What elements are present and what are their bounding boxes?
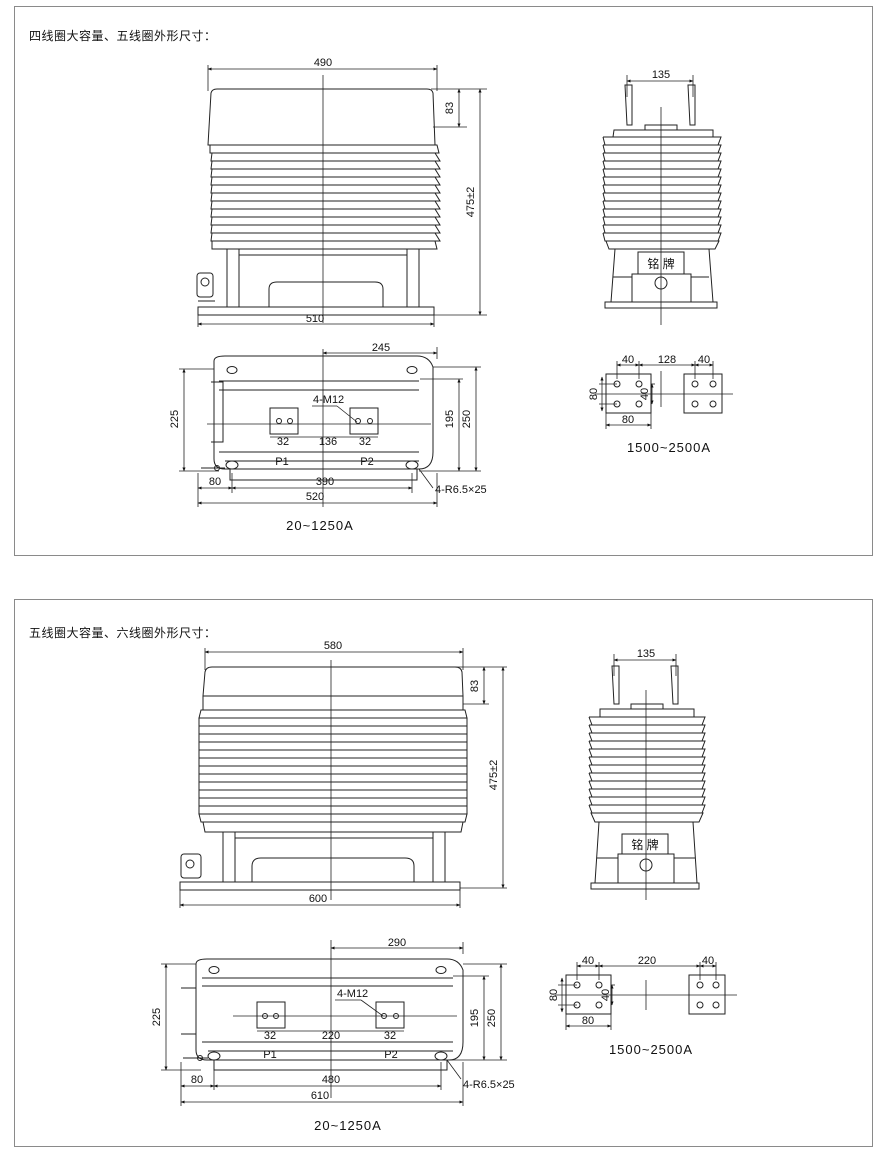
dim-pad-a: 32: [277, 436, 289, 448]
dim-depth-c: 250: [486, 1009, 498, 1027]
caption-rating-low: 20~1250A: [314, 1118, 382, 1133]
dim-pad-b: 32: [359, 436, 371, 448]
dimension-drawing: 580 600 83 475±2 135 铭 牌 290 225 195 250…: [151, 640, 737, 1133]
dim-pad-spacing: 220: [322, 1030, 340, 1042]
terminal-p1-label: P1: [275, 456, 288, 468]
dim-depth-a: 225: [169, 410, 181, 428]
dim-cap-height: 83: [444, 102, 456, 114]
terminal-p1-label: P1: [263, 1049, 276, 1061]
dim-term-w3: 80: [622, 414, 634, 426]
dim-term-h2: 40: [639, 388, 651, 400]
dim-base-width: 600: [309, 893, 327, 905]
nameplate-label: 铭 牌: [631, 837, 658, 852]
dim-base-width: 510: [306, 313, 324, 325]
bolt-label: 4-M12: [337, 988, 368, 1000]
caption-rating-high: 1500~2500A: [627, 440, 711, 455]
dim-depth-b: 195: [444, 410, 456, 428]
dim-pad-b: 32: [384, 1030, 396, 1042]
dim-term-w2: 40: [698, 354, 710, 366]
dim-terminal-spacing: 135: [637, 648, 655, 660]
holes-label: 4-R6.5×25: [435, 484, 487, 496]
dim-hole-spacing: 480: [322, 1074, 340, 1086]
terminal-detail: [565, 974, 726, 1015]
dim-cap-height: 83: [469, 680, 481, 692]
dim-half-span: 290: [388, 937, 406, 949]
dim-edge: 80: [209, 476, 221, 488]
dim-term-w3: 80: [582, 1015, 594, 1027]
dim-depth-c: 250: [461, 410, 473, 428]
terminal-p2-label: P2: [360, 456, 373, 468]
dim-edge: 80: [191, 1074, 203, 1086]
dim-pad-spacing: 136: [319, 436, 337, 448]
front-view: [196, 88, 441, 316]
dim-term-h2: 40: [600, 989, 612, 1001]
dim-term-h1: 80: [588, 388, 600, 400]
panel-title: 四线圈大容量、五线圈外形尺寸：: [29, 29, 217, 43]
terminal-p2-label: P2: [384, 1049, 397, 1061]
terminal-detail: [605, 373, 723, 414]
dim-terminal-spacing: 135: [652, 69, 670, 81]
caption-rating-high: 1500~2500A: [609, 1042, 693, 1057]
side-view: [588, 665, 706, 890]
dim-total-height: 475±2: [465, 187, 477, 218]
drawing-panel-2: 五线圈大容量、六线圈外形尺寸：: [14, 599, 873, 1147]
dim-pad-a: 32: [264, 1030, 276, 1042]
caption-rating-low: 20~1250A: [286, 518, 354, 533]
panel-title: 五线圈大容量、六线圈外形尺寸：: [29, 626, 217, 640]
dim-term-w1: 40: [582, 955, 594, 967]
nameplate-label: 铭 牌: [647, 256, 674, 271]
front-view: [179, 666, 468, 891]
dim-term-w2: 40: [702, 955, 714, 967]
dim-term-h1: 80: [548, 989, 560, 1001]
side-view: [602, 84, 722, 309]
drawing-panel-1: 四线圈大容量、五线圈外形尺寸：: [14, 6, 873, 556]
dim-term-gap: 220: [638, 955, 656, 967]
dim-total-height: 475±2: [488, 760, 500, 791]
dim-term-w1: 40: [622, 354, 634, 366]
dim-top-width: 490: [314, 57, 332, 69]
dim-overall: 520: [306, 491, 324, 503]
dim-half-span: 245: [372, 342, 390, 354]
dim-term-gap: 128: [658, 354, 676, 366]
dim-depth-b: 195: [469, 1009, 481, 1027]
dim-top-width: 580: [324, 640, 342, 652]
plan-view: [181, 958, 464, 1071]
dimension-drawing: 490 510 83 475±2 135 铭 牌 245 225 195 250…: [169, 57, 733, 533]
dim-depth-a: 225: [151, 1008, 163, 1026]
plan-view: [201, 355, 434, 481]
bolt-label: 4-M12: [313, 394, 344, 406]
dim-hole-spacing: 390: [316, 476, 334, 488]
holes-label: 4-R6.5×25: [463, 1079, 515, 1091]
insulator-sheds: [198, 709, 468, 833]
insulator-sheds: [209, 144, 441, 250]
dim-overall: 610: [311, 1090, 329, 1102]
